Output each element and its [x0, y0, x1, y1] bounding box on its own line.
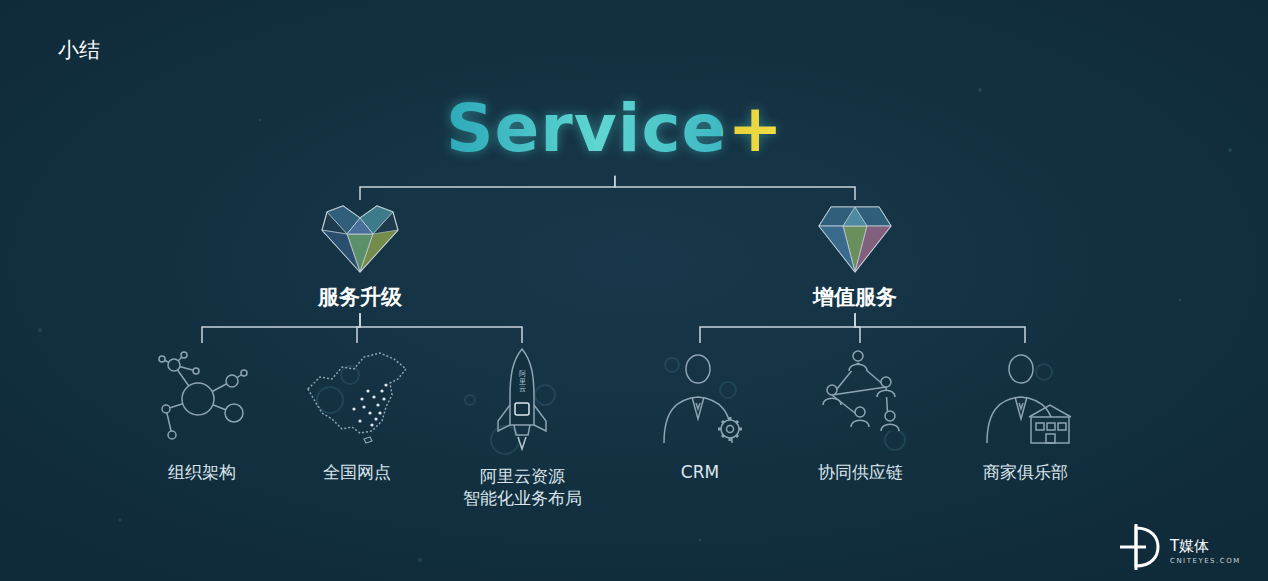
category-node: 增值服务: [813, 204, 897, 311]
item-node: 协同供应链: [810, 347, 910, 483]
china-map-icon: [302, 347, 412, 447]
heart-icon: [319, 204, 401, 274]
network-icon: [154, 347, 250, 447]
tree-connector: [202, 313, 360, 343]
node-text: 阿里云资源 智能化业务布局: [447, 465, 597, 509]
watermark-url: CNITEYES.COM: [1170, 557, 1241, 565]
club-person-building-icon: [973, 347, 1077, 447]
node-text: Service+: [440, 84, 790, 174]
tree-connector: [615, 176, 855, 200]
node-text: 商家俱乐部: [983, 461, 1068, 483]
category-node: 服务升级: [318, 204, 402, 311]
item-node: CRM: [650, 347, 750, 483]
logo-mark: [1116, 522, 1166, 572]
tree-connector: [855, 313, 1025, 343]
node-text: 组织架构: [168, 461, 236, 483]
node-text: 全国网点: [323, 461, 391, 483]
gem-icon: [817, 204, 893, 274]
rocket-marking: 阿里云: [519, 371, 526, 394]
node-text: 增值服务: [813, 284, 897, 311]
node-text: 服务升级: [318, 284, 402, 311]
slide-title: 小结: [58, 36, 100, 64]
tree-connector: [700, 313, 855, 343]
tree-connector: [360, 313, 522, 343]
item-node: 组织架构: [154, 347, 250, 483]
crm-person-gear-icon: [650, 347, 750, 447]
service-plus-heading: Service+: [440, 84, 790, 174]
supply-network-icon: [810, 347, 910, 437]
watermark-brand: T媒体: [1170, 537, 1209, 556]
rocket-icon: [492, 347, 552, 451]
node-text: CRM: [681, 461, 719, 483]
item-node: 全国网点: [302, 347, 412, 483]
item-node: 商家俱乐部: [973, 347, 1077, 483]
node-text: 协同供应链: [818, 461, 903, 483]
tree-connector: [360, 176, 615, 200]
